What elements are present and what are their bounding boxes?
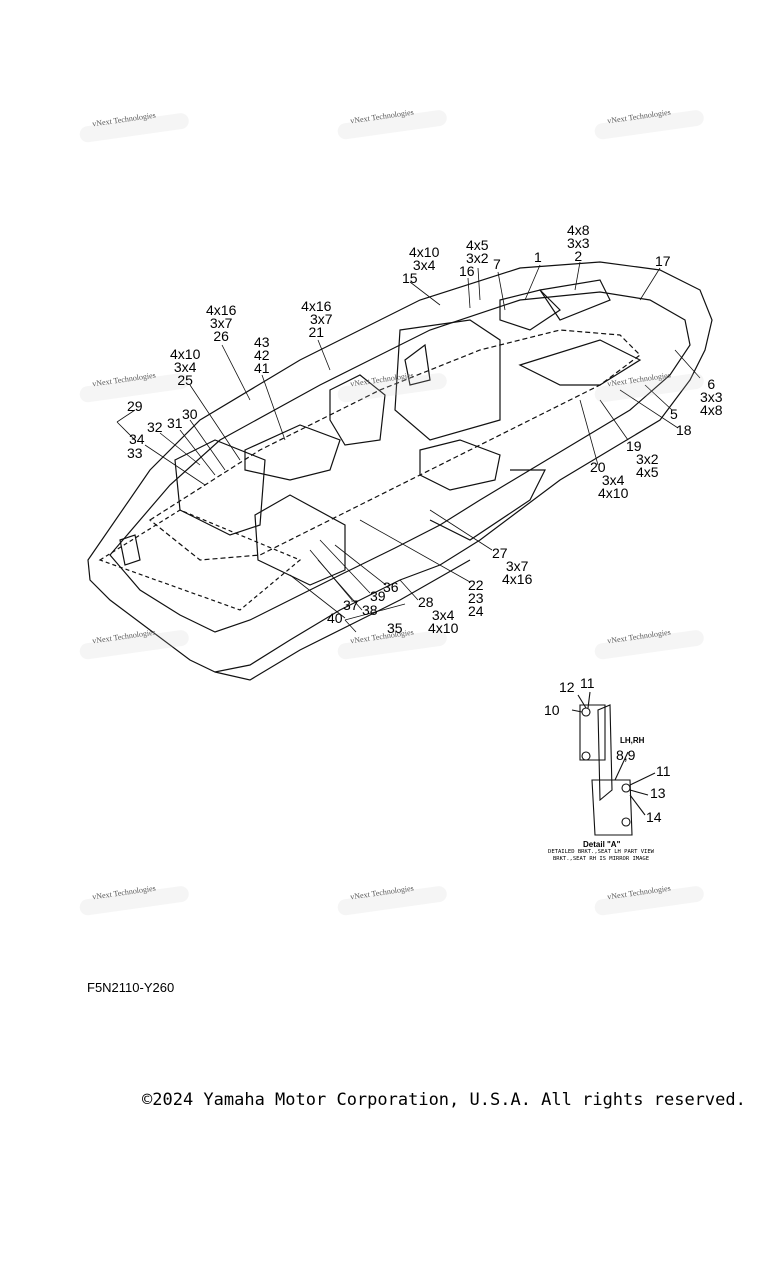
- callout-11b: 11: [656, 763, 671, 779]
- callout-5: 5: [670, 406, 678, 422]
- callout-36: 36: [383, 579, 399, 595]
- callout-13: 13: [650, 785, 666, 801]
- leader-lines: [116, 261, 701, 633]
- callout-12: 12: [559, 679, 575, 695]
- callout-7: 7: [493, 256, 501, 272]
- callout-32: 32: [147, 419, 163, 435]
- callout-10: 10: [544, 702, 560, 718]
- detail-title: Detail "A": [583, 840, 621, 849]
- callout-14: 14: [646, 809, 662, 825]
- callout-37: 37: [343, 597, 359, 613]
- callout-8-9: 8,9: [616, 747, 636, 763]
- callout-35: 35: [387, 620, 403, 636]
- copyright-notice: ©2024 Yamaha Motor Corporation, U.S.A. A…: [142, 1090, 746, 1110]
- callout-34: 34: [129, 431, 145, 447]
- detail-a-drawing: [571, 691, 656, 836]
- callout-29: 29: [127, 398, 143, 414]
- detail-note: DETAILED BRKT.,SEAT LH PART VIEW BRKT.,S…: [548, 849, 654, 862]
- diagram-code: F5N2110-Y260: [87, 980, 175, 995]
- callout-40: 40: [327, 610, 343, 626]
- callout-33: 33: [127, 445, 143, 461]
- callout-15: 15: [402, 270, 418, 286]
- detail-side-label: LH,RH: [620, 736, 645, 745]
- hull-outline: [87, 261, 713, 681]
- callout-18: 18: [676, 422, 692, 438]
- callout-17: 17: [655, 253, 671, 269]
- callout-16: 16: [459, 263, 475, 279]
- callout-38: 38: [362, 602, 378, 618]
- callout-31: 31: [167, 415, 183, 431]
- callout-1: 1: [534, 249, 542, 265]
- callout-11a: 11: [580, 675, 595, 691]
- callout-39: 39: [370, 588, 386, 604]
- callout-30: 30: [182, 406, 198, 422]
